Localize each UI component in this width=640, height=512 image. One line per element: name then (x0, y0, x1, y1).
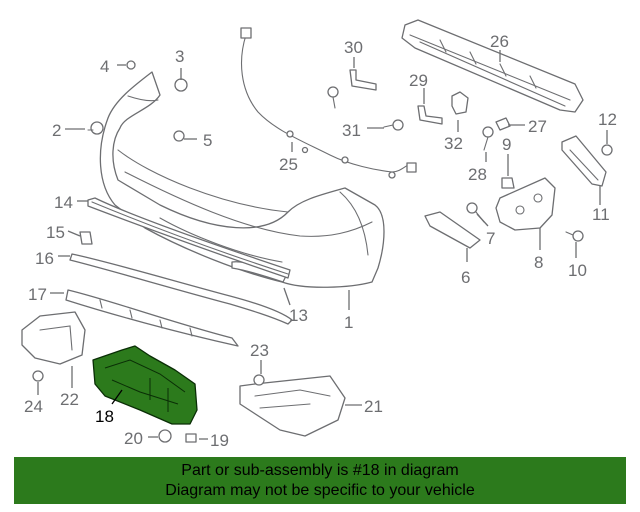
callout-9: 9 (502, 135, 511, 154)
callout-13: 13 (289, 306, 308, 325)
part-clip[interactable] (327, 86, 339, 109)
callout-25: 25 (279, 155, 298, 174)
banner-line-disclaimer: Diagram may not be specific to your vehi… (165, 482, 475, 499)
part-25-wiring-harness[interactable] (240, 27, 417, 179)
part-19-clip[interactable] (185, 433, 197, 443)
callout-31: 31 (342, 121, 361, 140)
part-27-bolt[interactable] (495, 117, 511, 131)
parts-diagram: 1 2 3 4 5 6 7 8 9 10 11 12 13 14 15 16 1… (21, 19, 617, 450)
callout-3: 3 (175, 47, 184, 66)
callout-8: 8 (534, 253, 543, 272)
part-21-bracket[interactable] (239, 375, 346, 437)
part-9-clip[interactable] (501, 177, 515, 189)
part-15-clip[interactable] (79, 231, 93, 245)
callout-20: 20 (124, 429, 143, 448)
callout-23: 23 (250, 341, 269, 360)
part-26-reinforcement[interactable] (401, 19, 584, 113)
callout-14: 14 (54, 193, 73, 212)
callout-1: 1 (344, 313, 353, 332)
part-30-bracket[interactable] (349, 69, 377, 91)
part-6-bracket[interactable] (424, 211, 481, 249)
part-28-bolt[interactable] (482, 126, 494, 151)
callout-29: 29 (409, 71, 428, 90)
leader-lines (37, 50, 608, 440)
part-2-clip[interactable] (87, 121, 104, 135)
callout-32: 32 (444, 134, 463, 153)
info-banner: Part or sub-assembly is #18 in diagram D… (14, 457, 626, 504)
callout-labels: 1 2 3 4 5 6 7 8 9 10 11 12 13 14 15 16 1… (24, 32, 617, 450)
callout-2: 2 (52, 121, 61, 140)
callout-24: 24 (24, 397, 43, 416)
callout-7: 7 (486, 229, 495, 248)
part-18-absorber[interactable] (92, 345, 198, 425)
callout-28: 28 (468, 165, 487, 184)
callout-30: 30 (344, 38, 363, 57)
part-10-bolt[interactable] (565, 230, 584, 242)
part-11-bracket[interactable] (561, 135, 607, 187)
part-12-bolt[interactable] (601, 144, 613, 156)
callout-17: 17 (28, 285, 47, 304)
part-16-strip[interactable] (69, 253, 293, 325)
callout-4: 4 (100, 57, 109, 76)
callout-21: 21 (364, 397, 383, 416)
part-4-clip[interactable] (126, 60, 136, 70)
part-22-bracket[interactable] (21, 311, 86, 365)
callout-22: 22 (60, 390, 79, 409)
callout-26: 26 (490, 32, 509, 51)
part-3-nut[interactable] (174, 78, 188, 92)
callout-10: 10 (568, 261, 587, 280)
part-31-bolt[interactable] (383, 119, 404, 131)
part-23-clip[interactable] (253, 374, 265, 386)
callout-19: 19 (210, 431, 229, 450)
part-32-bracket[interactable] (451, 91, 469, 115)
callout-11: 11 (592, 205, 610, 224)
callout-16: 16 (35, 249, 54, 268)
part-24-nut[interactable] (32, 370, 44, 382)
part-5-nut[interactable] (173, 130, 185, 142)
callout-15: 15 (46, 223, 65, 242)
callout-5: 5 (203, 131, 212, 150)
part-17-molding[interactable] (65, 289, 239, 347)
part-29-bracket[interactable] (417, 105, 443, 125)
callout-12: 12 (598, 110, 617, 129)
banner-line-part-info: Part or sub-assembly is #18 in diagram (181, 462, 459, 479)
callout-27: 27 (528, 117, 547, 136)
callout-6: 6 (461, 268, 470, 287)
part-20-nut[interactable] (158, 429, 172, 443)
callout-18: 18 (95, 407, 114, 426)
part-14-strip[interactable] (87, 197, 291, 279)
